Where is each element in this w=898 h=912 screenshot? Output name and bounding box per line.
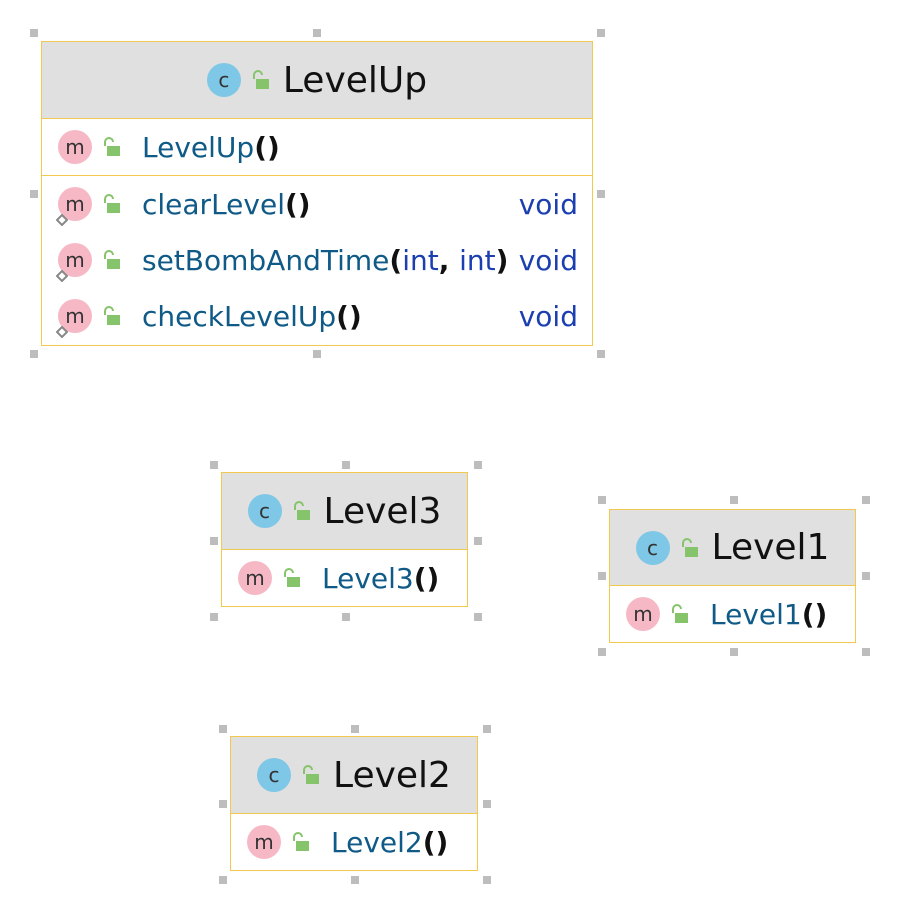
- methods-section: m clearLevel() void m setBombAndTime(int…: [42, 176, 592, 344]
- resize-handle[interactable]: [342, 461, 350, 469]
- constructors-section: m Level2(): [231, 814, 477, 870]
- resize-handle[interactable]: [30, 350, 38, 358]
- resize-handle[interactable]: [474, 613, 482, 621]
- public-lock-icon: [104, 194, 120, 213]
- resize-handle[interactable]: [597, 29, 605, 37]
- constructor-row[interactable]: m LevelUp(): [42, 119, 592, 175]
- resize-handle[interactable]: [730, 648, 738, 656]
- resize-handle[interactable]: [30, 29, 38, 37]
- resize-handle[interactable]: [210, 461, 218, 469]
- public-lock-icon: [293, 501, 310, 520]
- resize-handle[interactable]: [219, 725, 227, 733]
- class-icon: c: [257, 758, 292, 792]
- class-icon: c: [247, 494, 282, 528]
- class-header: c LevelUp: [42, 42, 592, 119]
- method-name: clearLevel(): [142, 187, 311, 221]
- class-name: Level1: [711, 527, 830, 568]
- constructor-row[interactable]: m Level2(): [231, 814, 477, 870]
- class-level3[interactable]: c Level3 m Level3(): [221, 472, 468, 607]
- return-type: void: [518, 187, 578, 221]
- method-icon: m: [247, 825, 281, 859]
- constructors-section: m LevelUp(): [42, 119, 592, 176]
- resize-handle[interactable]: [313, 350, 321, 358]
- constructor-name: Level3(): [322, 561, 440, 595]
- constructor-row[interactable]: m Level1(): [610, 586, 855, 642]
- resize-handle[interactable]: [342, 613, 350, 621]
- constructor-name: LevelUp(): [142, 130, 280, 164]
- class-name: Level2: [333, 754, 451, 796]
- method-row[interactable]: m checkLevelUp() void: [42, 288, 592, 344]
- class-name: Level3: [323, 490, 442, 532]
- resize-handle[interactable]: [351, 876, 359, 884]
- resize-handle[interactable]: [483, 800, 491, 808]
- resize-handle[interactable]: [210, 537, 218, 545]
- resize-handle[interactable]: [862, 648, 870, 656]
- return-type: void: [518, 299, 578, 333]
- constructors-section: m Level1(): [610, 586, 855, 642]
- constructor-name: Level1(): [710, 597, 828, 631]
- resize-handle[interactable]: [474, 461, 482, 469]
- class-level1[interactable]: c Level1 m Level1(): [609, 509, 856, 643]
- resize-handle[interactable]: [219, 876, 227, 884]
- return-type: void: [518, 243, 578, 277]
- resize-handle[interactable]: [483, 725, 491, 733]
- constructors-section: m Level3(): [222, 550, 467, 606]
- resize-handle[interactable]: [30, 190, 38, 198]
- param-type: int: [459, 243, 496, 277]
- public-lock-icon: [293, 832, 309, 851]
- public-lock-icon: [672, 604, 688, 623]
- resize-handle[interactable]: [210, 613, 218, 621]
- package-private-diamond-icon: [56, 270, 68, 282]
- resize-handle[interactable]: [597, 190, 605, 198]
- method-row[interactable]: m setBombAndTime(int, int) void: [42, 232, 592, 288]
- class-header: c Level3: [222, 473, 467, 550]
- public-lock-icon: [284, 568, 300, 587]
- resize-handle[interactable]: [598, 572, 606, 580]
- constructor-row[interactable]: m Level3(): [222, 550, 467, 606]
- public-lock-icon: [104, 306, 120, 325]
- method-icon: m: [626, 597, 660, 631]
- class-header: c Level1: [610, 510, 855, 586]
- resize-handle[interactable]: [351, 725, 359, 733]
- resize-handle[interactable]: [730, 496, 738, 504]
- method-name: setBombAndTime(int, int): [142, 243, 509, 277]
- package-private-diamond-icon: [56, 214, 68, 226]
- method-row[interactable]: m clearLevel() void: [42, 176, 592, 232]
- resize-handle[interactable]: [598, 648, 606, 656]
- param-type: int: [402, 243, 439, 277]
- resize-handle[interactable]: [598, 496, 606, 504]
- resize-handle[interactable]: [474, 537, 482, 545]
- class-header: c Level2: [231, 737, 477, 814]
- resize-handle[interactable]: [862, 496, 870, 504]
- class-icon: c: [635, 530, 670, 565]
- public-lock-icon: [252, 70, 269, 89]
- method-icon: m: [238, 561, 272, 595]
- method-icon: m: [58, 130, 92, 164]
- public-lock-icon: [104, 250, 120, 269]
- resize-handle[interactable]: [483, 876, 491, 884]
- class-icon: c: [206, 63, 241, 97]
- constructor-name: Level2(): [331, 825, 449, 859]
- public-lock-icon: [303, 765, 320, 784]
- resize-handle[interactable]: [313, 29, 321, 37]
- class-level2[interactable]: c Level2 m Level2(): [230, 736, 478, 871]
- method-name: checkLevelUp(): [142, 299, 362, 333]
- public-lock-icon: [681, 537, 698, 557]
- resize-handle[interactable]: [862, 572, 870, 580]
- resize-handle[interactable]: [219, 800, 227, 808]
- package-private-diamond-icon: [56, 326, 68, 338]
- public-lock-icon: [104, 137, 120, 156]
- class-name: LevelUp: [282, 59, 428, 101]
- class-levelup[interactable]: c LevelUp m LevelUp() m clearLevel() voi…: [41, 41, 593, 346]
- resize-handle[interactable]: [597, 350, 605, 358]
